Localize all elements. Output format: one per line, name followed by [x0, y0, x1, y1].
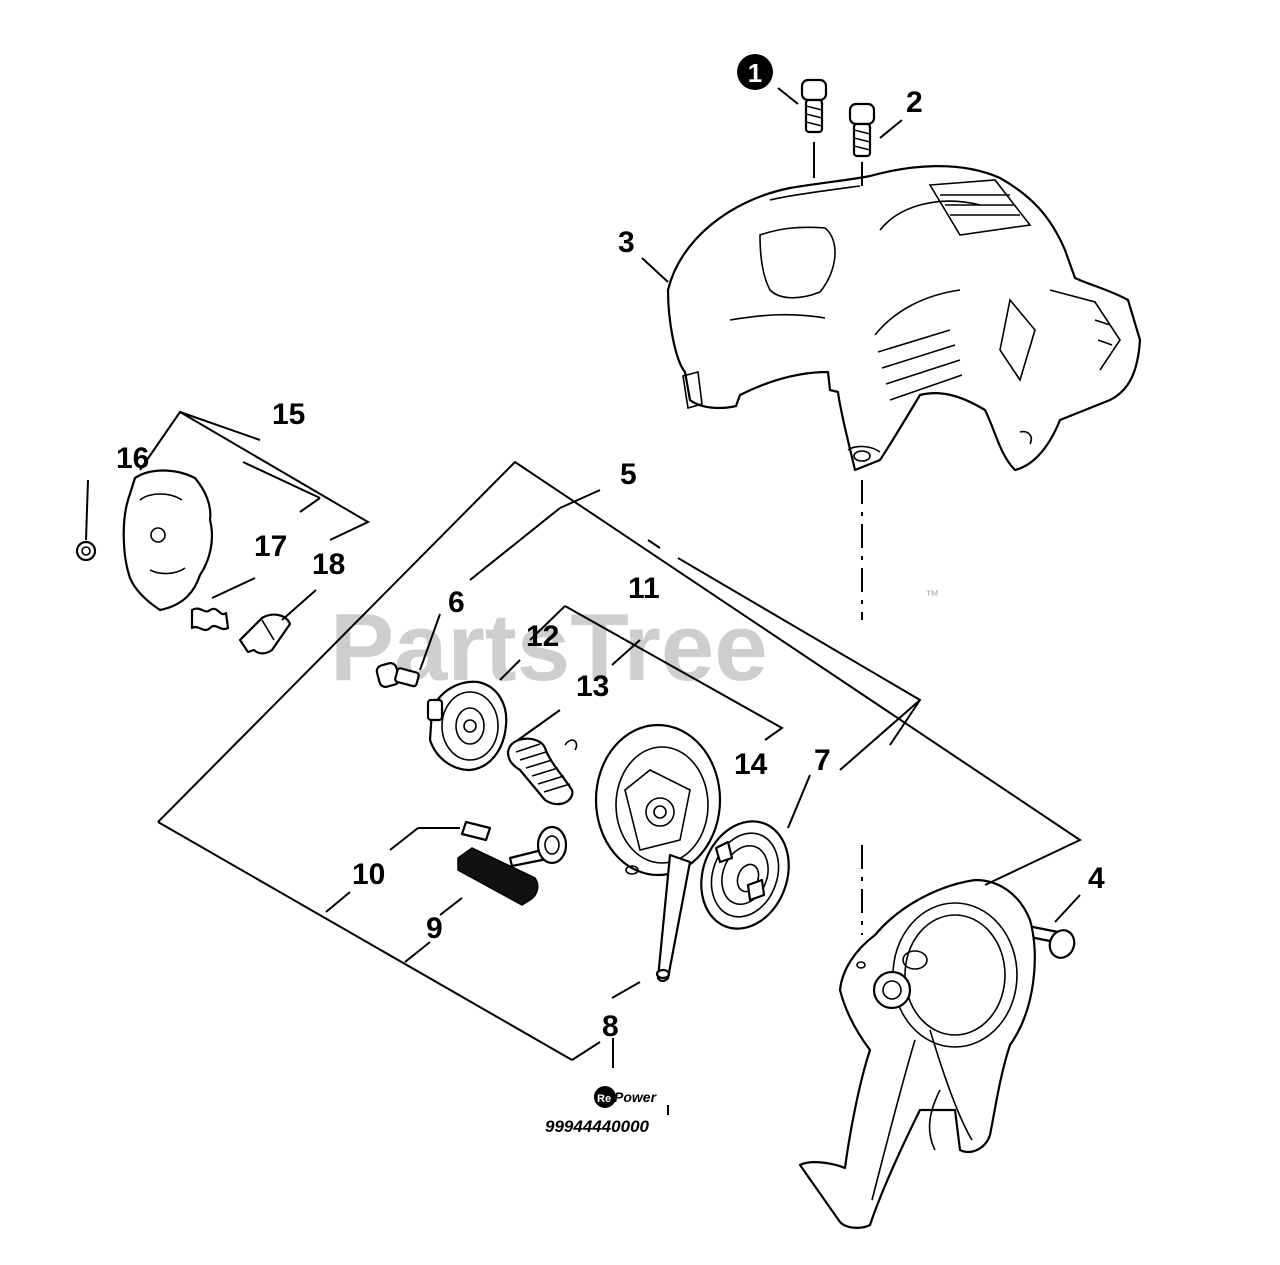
repower-logo-text: Power — [614, 1089, 658, 1105]
callout-16[interactable]: 16 — [116, 442, 149, 475]
repower-part-number[interactable]: 99944440000 — [545, 1117, 650, 1136]
callout-17[interactable]: 17 — [254, 530, 287, 563]
callout-1[interactable]: 1 — [737, 54, 773, 90]
callout-11[interactable]: 11 — [628, 572, 660, 605]
insert-part-10[interactable] — [460, 820, 492, 842]
rope-part-8[interactable] — [655, 853, 692, 983]
callout-4[interactable]: 4 — [1088, 862, 1105, 895]
watermark-trademark: ™ — [925, 587, 939, 603]
svg-text:Re: Re — [597, 1093, 611, 1105]
pawl-housing-part-16[interactable] — [122, 469, 214, 612]
reel-part-14[interactable] — [594, 723, 722, 877]
callout-10[interactable]: 10 — [352, 858, 385, 891]
screw-part-6[interactable] — [375, 662, 420, 688]
callout-labels: 1 2 3 4 5 6 7 8 9 10 11 12 13 14 15 16 1… — [116, 54, 1105, 1043]
screw-part-1[interactable] — [800, 78, 828, 134]
callout-7[interactable]: 7 — [814, 744, 831, 777]
e-clip-part-16[interactable] — [75, 540, 97, 562]
callout-15[interactable]: 15 — [272, 398, 305, 431]
callout-9[interactable]: 9 — [426, 912, 443, 945]
callout-2[interactable]: 2 — [906, 86, 923, 119]
starter-housing-part-5[interactable] — [798, 878, 1036, 1229]
engine-cover-part-3[interactable] — [666, 165, 1142, 472]
spring-part-17[interactable] — [190, 607, 230, 632]
spiral-spring-part-7[interactable] — [687, 809, 804, 941]
repower-logo: Re Power — [594, 1086, 669, 1115]
leader-lines — [85, 87, 1083, 1068]
handle-part-9[interactable] — [457, 825, 568, 906]
callout-14[interactable]: 14 — [734, 748, 768, 781]
callout-8[interactable]: 8 — [602, 1010, 619, 1043]
callout-1-label: 1 — [748, 58, 762, 88]
callout-5[interactable]: 5 — [620, 458, 637, 491]
screw-part-2[interactable] — [848, 102, 876, 158]
callout-12[interactable]: 12 — [526, 620, 559, 653]
pawl-part-18[interactable] — [238, 613, 292, 655]
spring-part-13[interactable] — [506, 737, 578, 806]
reel-cover-part-12[interactable] — [426, 680, 508, 772]
callout-6[interactable]: 6 — [448, 586, 465, 619]
callout-18[interactable]: 18 — [312, 548, 345, 581]
callout-3[interactable]: 3 — [618, 226, 635, 259]
callout-13[interactable]: 13 — [576, 670, 609, 703]
